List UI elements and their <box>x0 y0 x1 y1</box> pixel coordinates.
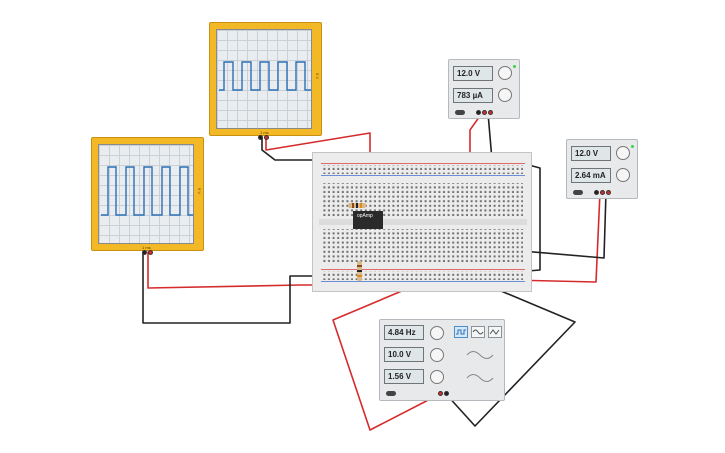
offset-wave-icon <box>466 374 494 382</box>
fg-frequency-knob[interactable] <box>430 326 444 340</box>
psu-terminal-positive-2[interactable] <box>488 110 493 115</box>
fg-amplitude-display: 10.0 V <box>384 347 424 362</box>
scope-terminal-negative[interactable] <box>258 135 263 140</box>
scope-time-label: 1 ms <box>142 245 151 250</box>
wire-psu-right-red <box>509 191 601 283</box>
scope-terminal-positive[interactable] <box>264 135 269 140</box>
rail-top-blue <box>321 175 525 176</box>
psu-current-knob[interactable] <box>616 168 630 182</box>
power-supply-top[interactable]: 12.0 V 783 µA <box>448 59 520 119</box>
resistor-bottom[interactable] <box>357 261 362 281</box>
breadboard[interactable]: opAmp <box>312 152 532 292</box>
fg-terminal-negative[interactable] <box>444 391 449 396</box>
fg-power-switch[interactable] <box>386 391 396 396</box>
wire-scope-left-black <box>142 251 321 324</box>
opamp-chip[interactable]: opAmp <box>353 211 383 229</box>
resistor-band <box>360 203 362 208</box>
resistor-band <box>357 270 362 272</box>
psu-current-display: 783 µA <box>453 88 493 103</box>
scope-screen <box>216 29 312 129</box>
sine-wave-icon <box>472 329 484 335</box>
rail-bottom-red <box>321 269 525 270</box>
fg-offset-display: 1.56 V <box>384 369 424 384</box>
resistor-band <box>357 265 362 267</box>
psu-voltage-display: 12.0 V <box>453 66 493 81</box>
fg-offset-knob[interactable] <box>430 370 444 384</box>
rail-bottom-blue <box>321 281 525 282</box>
oscilloscope-top[interactable]: 5 V 1 ms <box>209 22 322 140</box>
psu-terminal-negative[interactable] <box>594 190 599 195</box>
power-supply-right[interactable]: 12.0 V 2.64 mA <box>566 139 638 199</box>
fg-amplitude-knob[interactable] <box>430 348 444 362</box>
psu-terminal-positive[interactable] <box>600 190 605 195</box>
scope-terminal-positive[interactable] <box>148 250 153 255</box>
psu-power-led <box>631 145 634 148</box>
psu-terminal-positive[interactable] <box>482 110 487 115</box>
amplitude-wave-icon <box>466 351 494 359</box>
psu-current-display: 2.64 mA <box>571 168 611 183</box>
scope-volt-label: 5 V <box>197 188 202 195</box>
resistor-band <box>357 275 362 277</box>
psu-voltage-display: 12.0 V <box>571 146 611 161</box>
rail-top-red <box>321 163 525 164</box>
square-wave-icon <box>456 329 466 335</box>
psu-terminal-positive-2[interactable] <box>606 190 611 195</box>
waveform-sine-button[interactable] <box>488 326 502 338</box>
square-wave-trace <box>219 61 311 91</box>
waveform-square-button[interactable] <box>454 326 468 338</box>
scope-volt-label: 5 V <box>315 73 320 80</box>
resistor-band <box>356 203 358 208</box>
psu-terminal-negative[interactable] <box>476 110 481 115</box>
psu-current-knob[interactable] <box>498 88 512 102</box>
function-generator[interactable]: 4.84 Hz 10.0 V 1.56 V <box>379 319 505 401</box>
psu-power-switch[interactable] <box>455 110 465 115</box>
resistor-top[interactable] <box>348 203 366 208</box>
breadboard-holes <box>319 165 527 280</box>
resistor-band <box>352 203 354 208</box>
psu-power-switch[interactable] <box>573 190 583 195</box>
psu-voltage-knob[interactable] <box>616 146 630 160</box>
fg-terminal-positive[interactable] <box>438 391 443 396</box>
opamp-label: opAmp <box>357 213 373 219</box>
psu-power-led <box>513 65 516 68</box>
square-wave-trace <box>101 166 193 216</box>
psu-voltage-knob[interactable] <box>498 66 512 80</box>
wire-fg-red <box>332 284 441 431</box>
waveform-triangle-button[interactable] <box>471 326 485 338</box>
wire-fg-black <box>445 277 576 427</box>
scope-time-label: 1 ms <box>260 130 269 135</box>
scope-terminal-negative[interactable] <box>142 250 147 255</box>
scope-screen <box>98 144 194 244</box>
triangle-wave-icon <box>489 329 500 335</box>
fg-frequency-display: 4.84 Hz <box>384 325 424 340</box>
oscilloscope-left[interactable]: 5 V 1 ms <box>91 137 204 255</box>
